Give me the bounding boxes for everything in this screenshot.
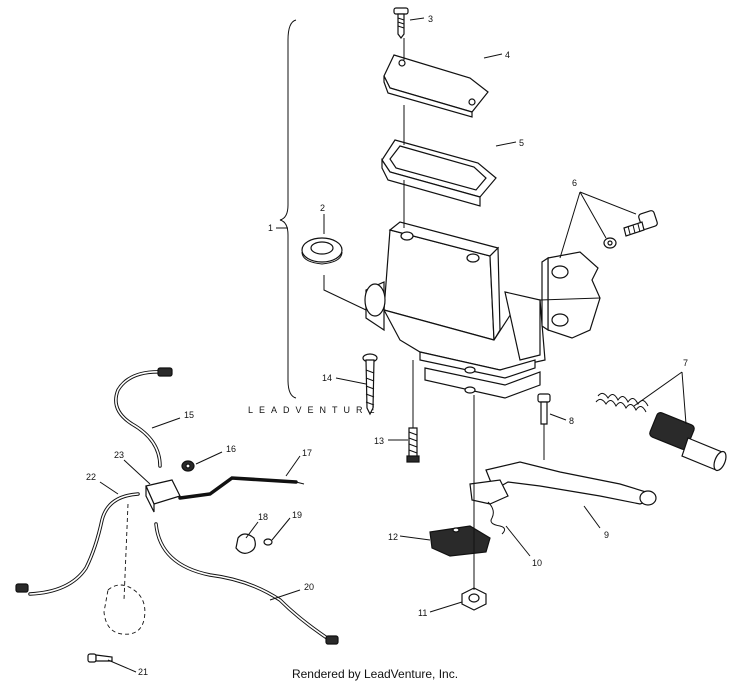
piston-assembly xyxy=(595,392,727,472)
callout-15: 15 xyxy=(184,410,194,420)
callout-10: 10 xyxy=(532,558,542,568)
callout-9: 9 xyxy=(604,530,609,540)
brake-hose-15 xyxy=(114,367,173,468)
sight-glass-seal xyxy=(301,237,343,265)
brake-lever xyxy=(469,461,657,506)
watermark-text: LEADVENTURE xyxy=(248,405,381,415)
fitting-16 xyxy=(181,460,195,472)
distribution-block xyxy=(145,479,181,513)
frame-outline xyxy=(103,503,146,635)
callout-23: 23 xyxy=(114,450,124,460)
callout-4: 4 xyxy=(505,50,510,60)
screw-21 xyxy=(87,653,113,663)
callout-21: 21 xyxy=(138,667,148,677)
cable-end xyxy=(295,481,305,485)
brake-hose-20 xyxy=(154,522,339,645)
lever-pivot-bolt xyxy=(537,393,551,425)
cover-gasket xyxy=(381,139,497,207)
callout-18: 18 xyxy=(258,512,268,522)
callout-5: 5 xyxy=(519,138,524,148)
callout-6: 6 xyxy=(572,178,577,188)
callout-3: 3 xyxy=(428,14,433,24)
callout-11: 11 xyxy=(418,608,427,618)
reservoir-cover xyxy=(383,54,489,118)
callout-8: 8 xyxy=(569,416,574,426)
center-line-1 xyxy=(403,38,545,590)
clamp-bolt xyxy=(603,210,658,249)
mounting-screw-14 xyxy=(362,353,378,416)
footer-credit: Rendered by LeadVenture, Inc. xyxy=(291,667,459,681)
washer-19 xyxy=(263,538,273,546)
callout-13: 13 xyxy=(374,436,384,446)
leader-lines xyxy=(99,17,687,673)
bracket-18 xyxy=(235,533,256,554)
pivot-nut xyxy=(461,587,487,611)
callout-14: 14 xyxy=(322,373,332,383)
callout-17: 17 xyxy=(302,448,312,458)
master-cylinder-body xyxy=(323,221,546,399)
group-bracket xyxy=(279,19,297,399)
handlebar-clamp xyxy=(539,251,601,339)
brake-line-17 xyxy=(178,476,298,500)
callout-2: 2 xyxy=(320,203,325,213)
cover-screw xyxy=(393,7,409,39)
callout-16: 16 xyxy=(226,444,236,454)
callout-19: 19 xyxy=(292,510,302,520)
mounting-bolt-13 xyxy=(406,427,420,463)
brake-hose-22 xyxy=(15,492,140,596)
callout-22: 22 xyxy=(86,472,96,482)
callout-1: 1 xyxy=(268,223,273,233)
lever-spring xyxy=(487,501,506,535)
callout-20: 20 xyxy=(304,582,314,592)
callout-12: 12 xyxy=(388,532,398,542)
callout-7: 7 xyxy=(683,358,688,368)
brake-light-switch xyxy=(429,525,491,557)
